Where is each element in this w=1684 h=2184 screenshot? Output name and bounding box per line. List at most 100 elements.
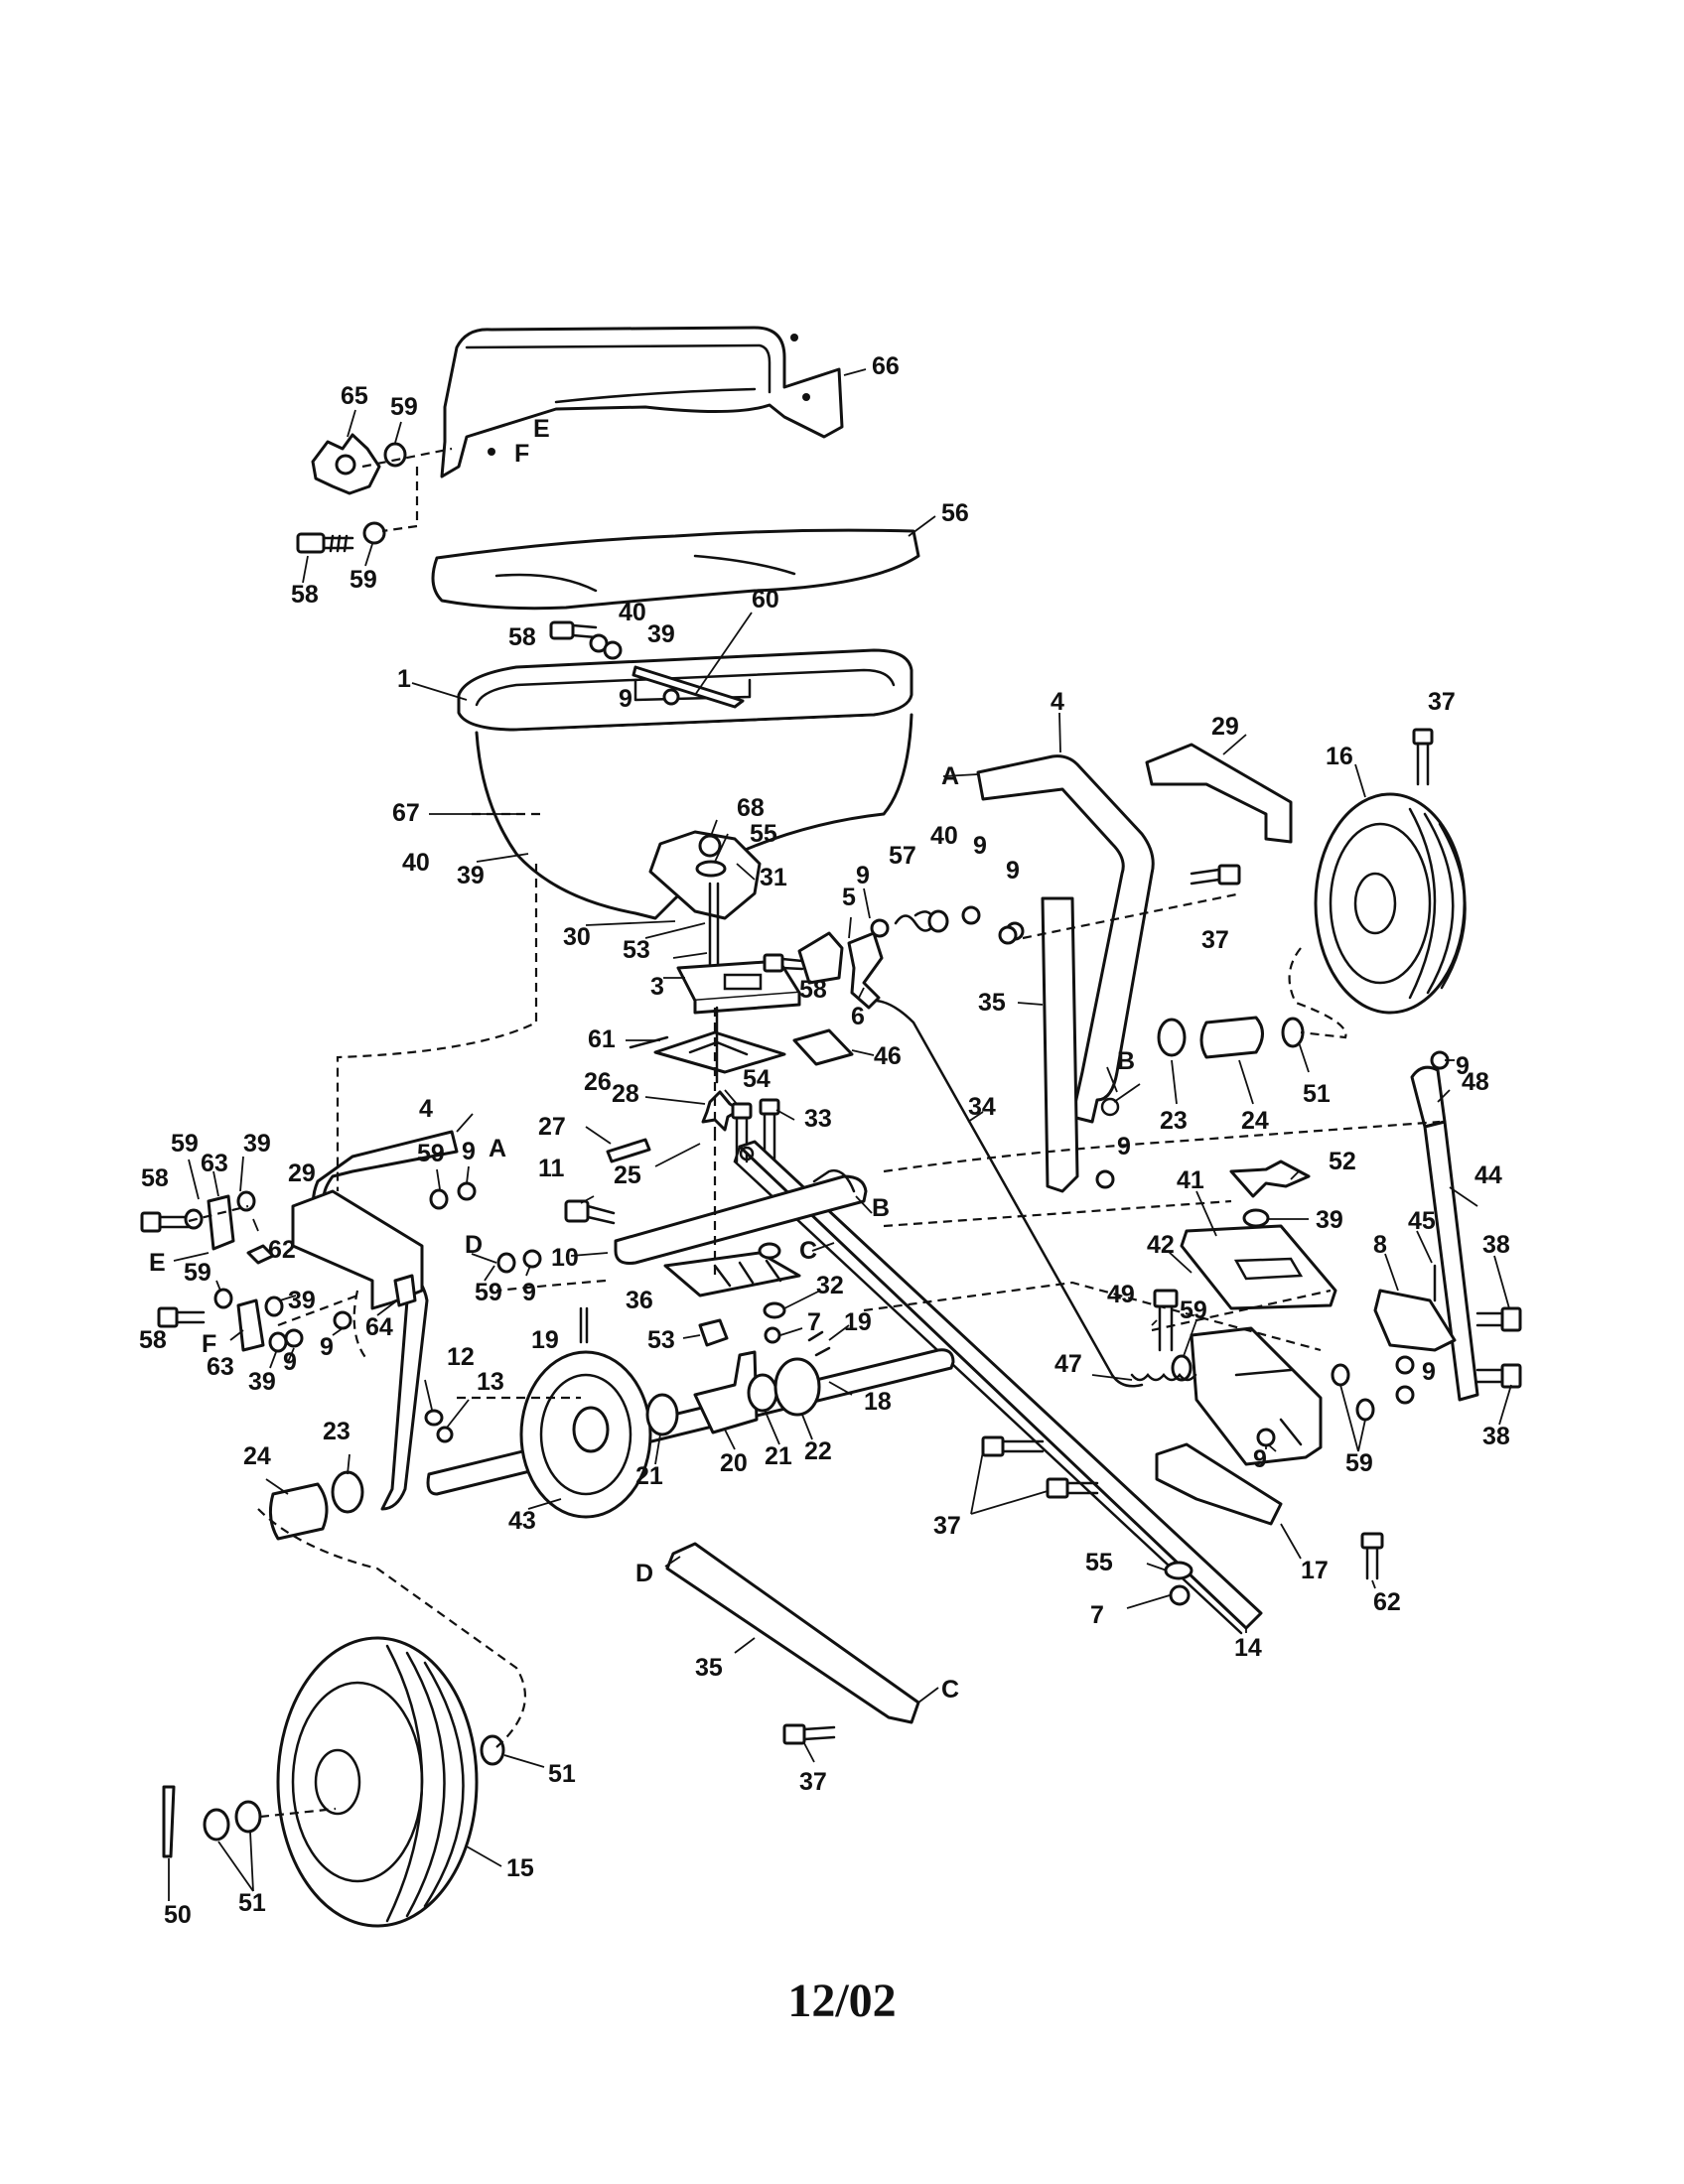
part-56-cover [431, 528, 920, 611]
bushing-23-left [331, 1470, 364, 1514]
part-6-lever [847, 931, 884, 1010]
callout-18: 18 [864, 1388, 892, 1416]
part-29-bracket-left [291, 1189, 424, 1310]
bolt-37-b [1190, 864, 1241, 886]
drawing-parts [140, 326, 1522, 1928]
callout-9: 9 [1253, 1445, 1267, 1473]
callout-39: 39 [243, 1130, 271, 1158]
callout-5: 5 [842, 884, 856, 911]
part-35-brace-lower [665, 1542, 920, 1724]
callout-59: 59 [1345, 1449, 1373, 1477]
bushing-23-right [1157, 1018, 1187, 1057]
callout-B: B [872, 1194, 890, 1222]
callout-59: 59 [417, 1140, 445, 1167]
callout-38: 38 [1482, 1231, 1510, 1259]
part-52-wingnut [1229, 1160, 1311, 1198]
callout-6: 6 [851, 1003, 865, 1030]
callout-10: 10 [551, 1244, 579, 1272]
callout-45: 45 [1408, 1207, 1436, 1235]
callout-46: 46 [874, 1042, 902, 1070]
callout-23: 23 [1160, 1107, 1188, 1135]
callout-37: 37 [1201, 926, 1229, 954]
callout-63: 63 [201, 1150, 228, 1177]
bushing-21-a [645, 1393, 679, 1436]
callout-31: 31 [760, 864, 787, 891]
bolt-38-b [1475, 1363, 1522, 1389]
callout-37: 37 [933, 1512, 961, 1540]
callout-9: 9 [973, 832, 987, 860]
callout-51: 51 [1303, 1080, 1331, 1108]
callout-A: A [489, 1135, 506, 1162]
gear-22 [773, 1357, 821, 1417]
callout-B: B [1117, 1047, 1135, 1075]
callout-39: 39 [647, 620, 675, 648]
callout-F: F [202, 1330, 216, 1358]
bolt-58-c [763, 953, 804, 973]
callout-labels: 66 65 59 E F 56 58 59 58 40 39 60 1 9 4 … [139, 352, 1510, 1929]
callout-9: 9 [462, 1138, 476, 1165]
callout-42: 42 [1147, 1231, 1175, 1259]
callout-12: 12 [447, 1343, 475, 1371]
part-63-link-lower [236, 1298, 265, 1352]
callout-43: 43 [508, 1507, 536, 1535]
callout-58: 58 [291, 581, 319, 609]
callout-47: 47 [1054, 1350, 1082, 1378]
part-29-bracket-right [1145, 743, 1293, 844]
callout-E: E [533, 415, 550, 443]
bolt-37-a [1412, 728, 1434, 786]
callout-59: 59 [171, 1130, 199, 1158]
callout-E: E [149, 1249, 166, 1277]
callout-58: 58 [508, 623, 536, 651]
callout-67: 67 [392, 799, 420, 827]
callout-48: 48 [1462, 1068, 1489, 1096]
bolt-11 [564, 1199, 616, 1225]
callout-1: 1 [397, 665, 411, 693]
callout-14: 14 [1234, 1634, 1262, 1662]
part-4-handle-right [976, 754, 1155, 1124]
part-66-handle [440, 326, 844, 478]
bolt-37-e [782, 1723, 836, 1745]
callout-29: 29 [1211, 713, 1239, 741]
date-code: 12/02 [787, 1975, 897, 2027]
callout-58: 58 [141, 1164, 169, 1192]
part-1-hopper [457, 648, 913, 920]
callout-20: 20 [720, 1449, 748, 1477]
callout-59: 59 [350, 566, 377, 594]
callout-9: 9 [320, 1333, 334, 1361]
callout-4: 4 [1051, 688, 1064, 716]
callout-36: 36 [626, 1287, 653, 1314]
callout-24: 24 [243, 1442, 271, 1470]
callout-37: 37 [799, 1768, 827, 1796]
callout-8: 8 [1373, 1231, 1387, 1259]
callout-29: 29 [288, 1160, 316, 1187]
part-14-frame [733, 1140, 1263, 1635]
part-46-plate [792, 1028, 854, 1066]
bushing-21-b [747, 1373, 778, 1413]
spacer-24-right [1199, 1016, 1264, 1059]
callout-11: 11 [538, 1155, 565, 1182]
part-64-latch [393, 1274, 417, 1307]
callout-9: 9 [1117, 1133, 1131, 1160]
callout-62: 62 [268, 1236, 296, 1264]
bolt-58-b [549, 620, 598, 640]
callout-62: 62 [1373, 1588, 1401, 1616]
callout-32: 32 [816, 1272, 844, 1299]
callout-41: 41 [1177, 1166, 1204, 1194]
assembly-dashed-lines [188, 447, 1441, 1819]
callout-53: 53 [647, 1326, 675, 1354]
callout-3: 3 [650, 973, 664, 1001]
callout-55: 55 [1085, 1549, 1113, 1576]
callout-40: 40 [619, 599, 646, 626]
callout-26: 26 [584, 1068, 612, 1096]
washer-51-a [480, 1734, 505, 1766]
callout-27: 27 [538, 1113, 566, 1141]
callout-28: 28 [612, 1080, 639, 1108]
callout-37: 37 [1428, 688, 1456, 716]
callout-13: 13 [477, 1368, 504, 1396]
callout-39: 39 [457, 862, 485, 889]
callout-35: 35 [978, 989, 1006, 1017]
callout-59: 59 [390, 393, 418, 421]
callout-25: 25 [614, 1161, 641, 1189]
callout-39: 39 [288, 1287, 316, 1314]
callout-9: 9 [283, 1348, 297, 1376]
